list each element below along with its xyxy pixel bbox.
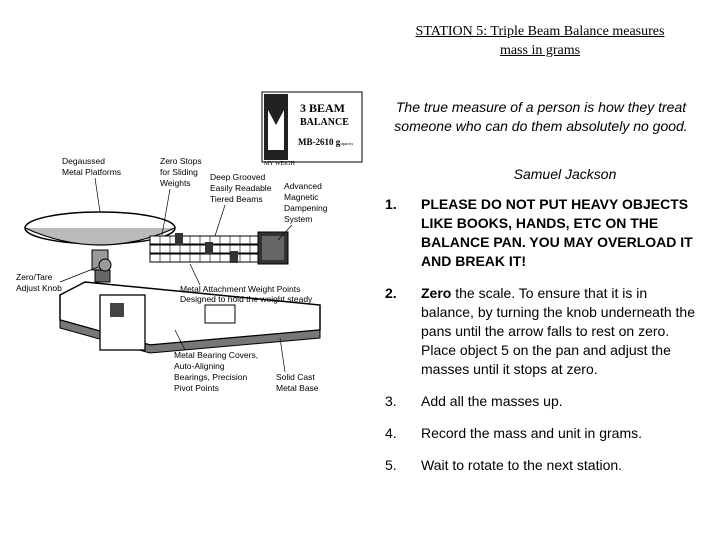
triple-beam-balance-diagram: 3 BEAM BALANCE MB-2610 g capacity MY WEI…	[16, 91, 363, 393]
weighing-pan	[24, 211, 176, 271]
label-attach-1: Metal Attachment Weight Points	[180, 284, 300, 294]
step-3: 3. Add all the masses up.	[385, 392, 697, 411]
label-zero-stops-3: Weights	[160, 178, 191, 188]
label-advanced-3: Dampening	[284, 203, 328, 213]
label-bearing-2: Auto-Aligning	[174, 361, 225, 371]
title-line-2: mass in grams	[499, 43, 581, 58]
label-zero-tare-1: Zero/Tare	[16, 272, 53, 282]
zero-tare-knob	[98, 258, 112, 272]
step-2: 2. Zero the scale. To ensure that it is …	[385, 284, 697, 379]
label-zero-stops-2: for Sliding	[160, 167, 198, 177]
tiered-beams	[149, 233, 276, 263]
label-attach-2: Designed to hold the weight steady	[180, 294, 313, 304]
step-number: 1.	[385, 196, 397, 212]
step-text: PLEASE DO NOT PUT HEAVY OBJECTS LIKE BOO…	[421, 196, 693, 269]
page-title: STATION 5: Triple Beam Balance measures …	[380, 22, 700, 60]
dampening-window	[262, 236, 284, 260]
label-cast-2: Metal Base	[276, 383, 319, 393]
logo-title-1: 3 BEAM	[300, 101, 345, 115]
label-bearing-1: Metal Bearing Covers,	[174, 350, 258, 360]
logo-capacity: capacity	[340, 141, 353, 146]
label-degaussed-1: Degaussed	[62, 156, 105, 166]
label-cast-1: Solid Cast	[276, 372, 315, 382]
label-grooved-1: Deep Grooved	[210, 172, 266, 182]
step-text: Wait to rotate to the next station.	[421, 457, 623, 473]
step-text: Record the mass and unit in grams.	[421, 425, 642, 441]
label-grooved-3: Tiered Beams	[210, 194, 263, 204]
step-text: Zero the scale. To ensure that it is in …	[421, 284, 697, 379]
step-5: 5. Wait to rotate to the next station.	[385, 456, 697, 475]
label-bearing-3: Bearings, Precision	[174, 372, 248, 382]
step-number: 4.	[385, 425, 397, 441]
logo-title-2: BALANCE	[300, 117, 349, 128]
logo-model: MB-2610 g	[298, 137, 341, 147]
label-advanced-2: Magnetic	[284, 192, 319, 202]
step-number: 5.	[385, 457, 397, 473]
label-bearing-4: Pivot Points	[174, 383, 219, 393]
label-advanced-1: Advanced	[284, 181, 322, 191]
quote-text: The true measure of a person is how they…	[394, 99, 688, 134]
label-degaussed-2: Metal Platforms	[62, 167, 121, 177]
step-number: 2.	[385, 285, 397, 301]
diagram-labels: Degaussed Metal Platforms Zero Stops for…	[16, 156, 328, 393]
step-text: Add all the masses up.	[421, 393, 563, 409]
brand-logo: 3 BEAM BALANCE MB-2610 g capacity MY WEI…	[261, 91, 363, 167]
instruction-list: 1. PLEASE DO NOT PUT HEAVY OBJECTS LIKE …	[385, 195, 697, 488]
label-grooved-2: Easily Readable	[210, 183, 272, 193]
step-body: the scale. To ensure that it is in balan…	[421, 285, 695, 377]
step-bold-word: Zero	[421, 285, 452, 301]
label-zero-tare-2: Adjust Knob	[16, 283, 62, 293]
step-number: 3.	[385, 393, 397, 409]
label-advanced-4: System	[284, 214, 312, 224]
quote-author: Samuel Jackson	[513, 166, 617, 182]
label-zero-stops-1: Zero Stops	[160, 156, 202, 166]
step-4: 4. Record the mass and unit in grams.	[385, 424, 697, 443]
title-line-1: STATION 5: Triple Beam Balance measures	[415, 24, 665, 39]
metal-base	[59, 269, 321, 354]
logo-brand: MY WEIGH	[264, 161, 295, 167]
step-1: 1. PLEASE DO NOT PUT HEAVY OBJECTS LIKE …	[385, 195, 697, 271]
